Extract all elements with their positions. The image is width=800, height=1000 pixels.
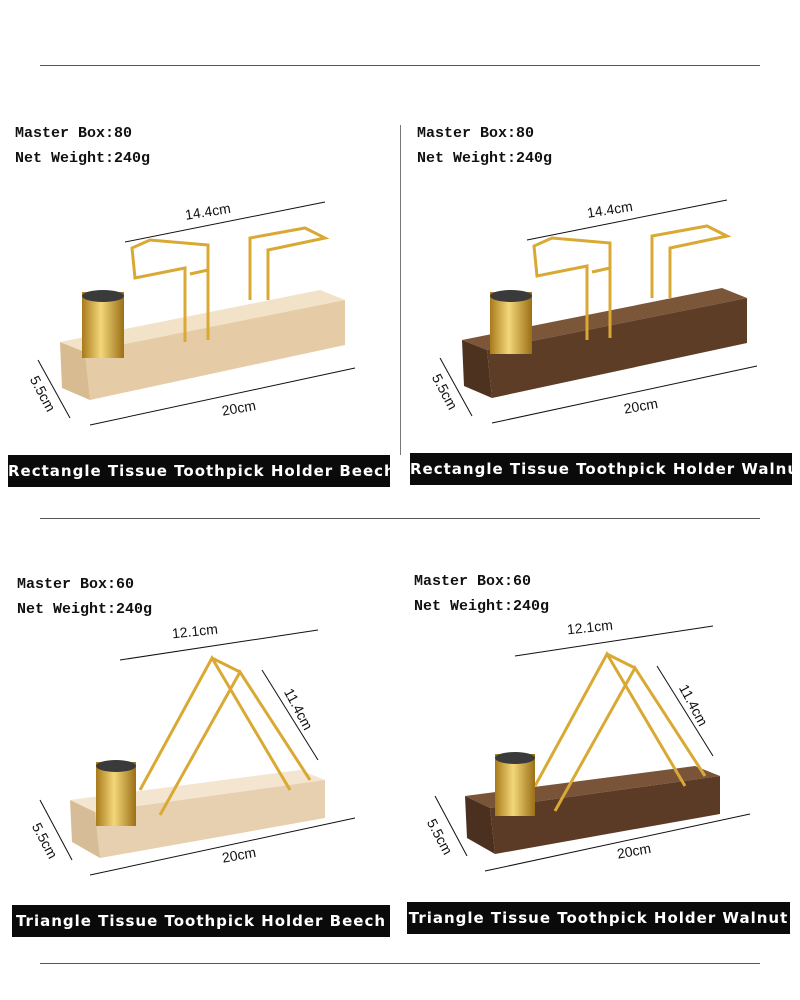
- divider-vertical: [400, 125, 401, 455]
- divider-middle: [40, 518, 760, 519]
- net-weight: Net Weight:240g: [417, 150, 553, 167]
- product-rect-beech: 14.4cm 20cm 5.5cm: [27, 200, 356, 426]
- master-box: Master Box:80: [15, 125, 133, 142]
- dim-depth: 5.5cm: [27, 373, 59, 414]
- net-weight: Net Weight:240g: [17, 601, 153, 618]
- toothpick-cup-icon: [495, 754, 535, 816]
- product-tri-walnut: 12.1cm 11.4cm 20cm 5.5cm: [424, 617, 751, 872]
- net-weight: Net Weight:240g: [414, 598, 550, 615]
- dim-top: 12.1cm: [171, 621, 218, 642]
- dim-length: 20cm: [623, 395, 659, 417]
- dim-length: 20cm: [221, 844, 257, 866]
- master-box: Master Box:80: [417, 125, 535, 142]
- dim-top: 12.1cm: [566, 617, 613, 638]
- divider-top: [40, 65, 760, 66]
- toothpick-cup-icon: [490, 292, 532, 354]
- product-title: Triangle Tissue Toothpick Holder Beech: [12, 905, 390, 937]
- dim-length: 20cm: [616, 840, 652, 862]
- dim-top: 14.4cm: [184, 200, 232, 223]
- toothpick-cup-icon: [96, 762, 136, 826]
- master-box: Master Box:60: [414, 573, 532, 590]
- product-title: Rectangle Tissue Toothpick Holder Beech: [8, 455, 395, 487]
- product-tri-beech: 12.1cm 11.4cm 20cm 5.5cm: [29, 621, 356, 876]
- product-title: Rectangle Tissue Toothpick Holder Walnut: [410, 453, 800, 485]
- dim-length: 20cm: [221, 397, 257, 419]
- spec-block: Master Box:80 Net Weight:240g: [417, 121, 552, 171]
- spec-block: Master Box:60 Net Weight:240g: [414, 569, 549, 619]
- spec-block: Master Box:80 Net Weight:240g: [15, 121, 150, 171]
- toothpick-cup-icon: [82, 292, 124, 358]
- spec-block: Master Box:60 Net Weight:240g: [17, 572, 152, 622]
- dim-top: 14.4cm: [586, 198, 634, 221]
- net-weight: Net Weight:240g: [15, 150, 151, 167]
- product-title: Triangle Tissue Toothpick Holder Walnut: [407, 902, 790, 934]
- dim-depth: 5.5cm: [424, 816, 456, 857]
- dim-depth: 5.5cm: [29, 820, 61, 861]
- master-box: Master Box:60: [17, 576, 135, 593]
- divider-bottom: [40, 963, 760, 964]
- product-rect-walnut: 14.4cm 20cm 5.5cm: [429, 198, 758, 424]
- dim-depth: 5.5cm: [429, 371, 461, 412]
